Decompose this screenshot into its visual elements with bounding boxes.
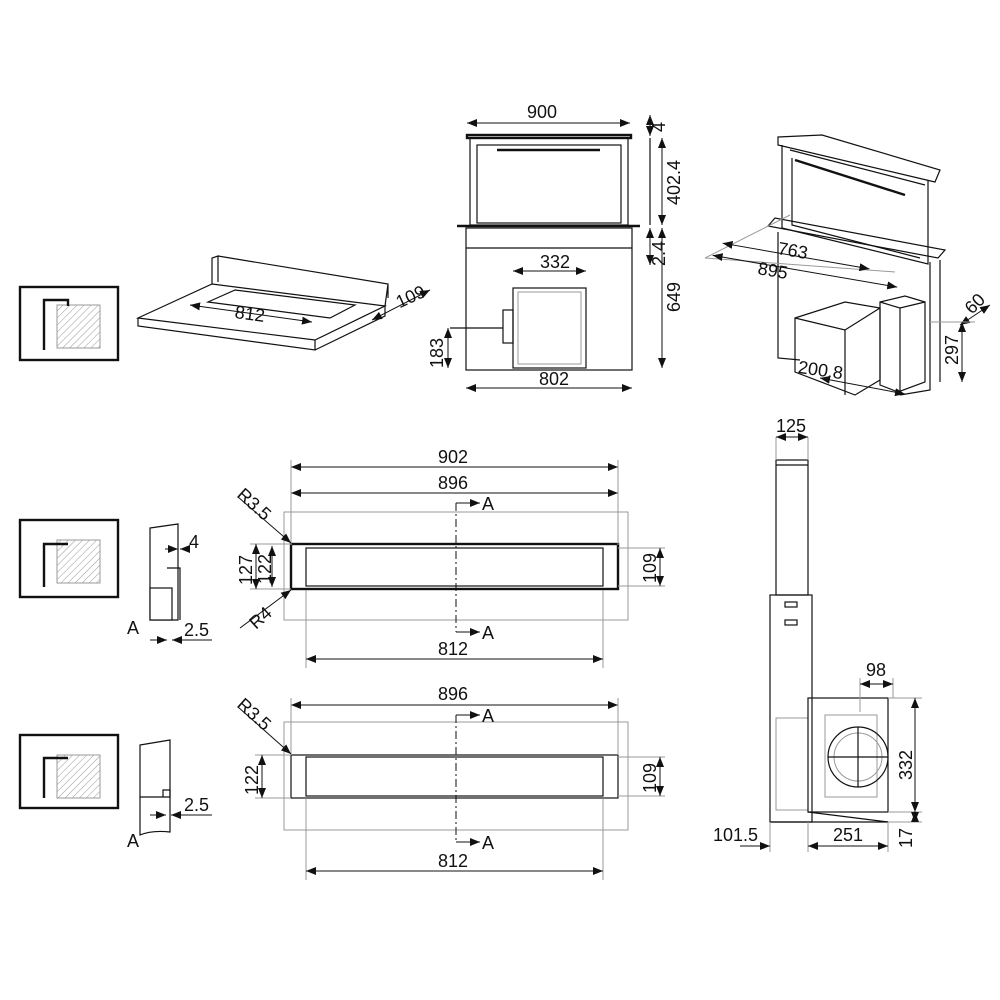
front-outlet-height-label: 183 — [427, 338, 447, 368]
front-top-thickness-label: 4 — [649, 122, 669, 132]
countertop-width-label: 812 — [234, 302, 267, 326]
flush-inner-height-label: 122 — [255, 554, 275, 584]
front-width-top-label: 900 — [527, 102, 557, 122]
standard-section-marker-top: A — [482, 706, 494, 726]
standard-offset-label: 2.5 — [184, 795, 209, 815]
front-view: 900 4 402.4 2.4 649 332 183 802 — [427, 102, 684, 392]
flush-outer-width-label: 902 — [438, 447, 468, 467]
flush-rebate-offset-label: 2.5 — [184, 620, 209, 640]
side-fan-offset-label: 98 — [866, 660, 886, 680]
standard-slot-width-label: 812 — [438, 851, 468, 871]
standard-height-label: 122 — [242, 765, 262, 795]
iso-view: 763 895 60 297 200.8 — [704, 134, 991, 397]
install-type-icon-top — [18, 285, 120, 362]
flush-outer-height-label: 127 — [236, 555, 256, 585]
side-base-height-label: 17 — [896, 828, 916, 848]
install-type-icon-flush — [18, 518, 120, 599]
front-body-width-label: 802 — [539, 369, 569, 389]
iso-inner-width-label: 763 — [776, 238, 809, 263]
front-body-height-label: 649 — [664, 282, 684, 312]
iso-motor-depth-label: 200.8 — [797, 357, 844, 383]
flush-inner-width-label: 896 — [438, 473, 468, 493]
standard-depth-label: 109 — [640, 763, 660, 793]
iso-unit-depth-label: 60 — [961, 290, 989, 318]
flush-slot-width-label: 812 — [438, 639, 468, 659]
side-front-offset-label: 101.5 — [713, 825, 758, 845]
flush-rebate-depth-label: 4 — [189, 532, 199, 552]
flush-section-marker-top: A — [482, 494, 494, 514]
front-glass-thickness-label: 2.4 — [649, 241, 669, 266]
iso-outer-width-label: 895 — [756, 258, 789, 283]
side-box-depth-label: 251 — [833, 825, 863, 845]
cutout-standard-drawing: 2.5 A 896 A A 812 R3.5 122 109 — [127, 684, 665, 880]
install-type-icon-standard — [18, 733, 120, 810]
standard-radius-label: R3.5 — [233, 694, 275, 734]
side-duct-width-label: 125 — [776, 416, 806, 436]
side-view: 125 98 332 17 101.5 251 — [713, 416, 922, 852]
iso-motor-height-label: 297 — [942, 335, 962, 365]
standard-width-label: 896 — [438, 684, 468, 704]
flush-radius-bottom-label: R4 — [245, 603, 275, 633]
front-raised-height-label: 402.4 — [664, 160, 684, 205]
standard-section-marker-bottom: A — [482, 833, 494, 853]
front-motor-width-label: 332 — [540, 252, 570, 272]
flush-section-marker-bottom: A — [482, 623, 494, 643]
flush-radius-top-label: R3.5 — [233, 484, 275, 524]
flush-depth-label: 109 — [640, 553, 660, 583]
standard-section-label: A — [127, 831, 139, 851]
countertop-depth-label: 109 — [393, 281, 429, 312]
side-fan-height-label: 332 — [896, 750, 916, 780]
cutout-flush-drawing: 4 2.5 A 902 896 A A 812 R3.5 R4 127 122 … — [127, 447, 665, 668]
countertop-drawing: 812 109 — [135, 255, 431, 351]
flush-section-label: A — [127, 618, 139, 638]
